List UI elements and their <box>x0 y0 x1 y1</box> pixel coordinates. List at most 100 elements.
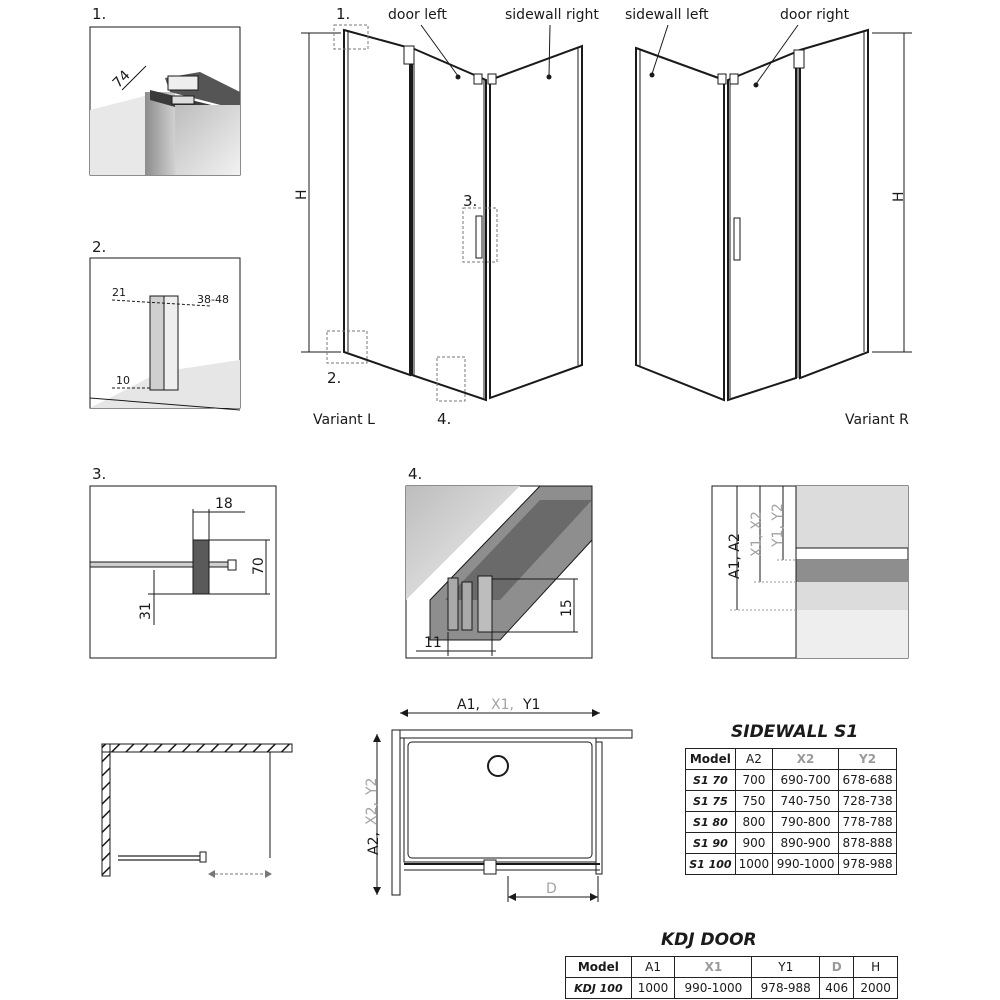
detail-3-handle <box>192 539 210 595</box>
detail-5-label-a: A1, A2 <box>727 533 743 579</box>
table-cell: 978-988 <box>751 977 821 999</box>
variant-l-sidewall-panel <box>489 44 583 400</box>
table-cell: 740-750 <box>772 790 840 812</box>
variant-l-caption: Variant L <box>313 412 375 428</box>
door-table-title: KDJ DOOR <box>661 930 757 950</box>
detail-4-dim-b: 11 <box>424 635 442 651</box>
table-cell: S1 90 <box>685 832 736 854</box>
detail-1-dim-line <box>121 65 147 91</box>
table-cell: 890-900 <box>772 832 840 854</box>
table-header-cell: Y1 <box>751 956 821 978</box>
table-header-cell: A2 <box>734 748 774 770</box>
detail-3-dim-b: 70 <box>251 557 267 575</box>
table-header-row: Model A2 X2 Y2 <box>685 748 897 770</box>
table-cell: S1 80 <box>685 811 736 833</box>
detail-2-dim-a: 21 <box>112 286 126 299</box>
detail-5-label-x: X1, X2 <box>749 511 765 557</box>
variant-l-door-handle <box>475 215 483 259</box>
table-cell: 1000 <box>630 977 676 999</box>
variant-r-height-label: H <box>891 191 907 202</box>
table-row: S1 70 700 690-700 678-688 <box>685 769 897 791</box>
plan-view: A1, X1, Y1 A2, X2, Y2 D <box>364 697 633 902</box>
detail-1-profile <box>90 72 240 175</box>
table-header-cell: Model <box>565 956 632 978</box>
variant-r-door-label: door right <box>780 7 850 23</box>
table-cell: 790-800 <box>772 811 840 833</box>
variant-r-door-panel <box>727 50 797 402</box>
table-cell: 750 <box>734 790 774 812</box>
detail-4-dim-a: 15 <box>559 599 575 617</box>
table-cell: S1 75 <box>685 790 736 812</box>
table-cell: 700 <box>734 769 774 791</box>
variant-l-door-panel <box>411 46 487 402</box>
variant-r-caption: Variant R <box>845 412 909 428</box>
variant-l-marker-1: 1. <box>336 5 350 23</box>
table-cell: 800 <box>734 811 774 833</box>
plan-schematic <box>101 743 293 878</box>
table-row: KDJ 100 1000 990-1000 978-988 406 2000 <box>565 977 898 999</box>
table-cell: 1000 <box>734 853 774 875</box>
detail-2-box: 2. 21 38-48 10 <box>89 238 241 411</box>
table-cell: 990-1000 <box>772 853 840 875</box>
variant-l-marker-3: 3. <box>463 192 477 210</box>
variant-r-sidewall-label: sidewall left <box>625 7 709 23</box>
detail-3-dim-a: 18 <box>215 496 233 512</box>
table-cell: 990-1000 <box>674 977 753 999</box>
variant-r-drawing: sidewall left door right H Variant R <box>625 7 912 428</box>
table-row: S1 100 1000 990-1000 978-988 <box>685 853 897 875</box>
table-row: S1 75 750 740-750 728-738 <box>685 790 897 812</box>
table-cell: 406 <box>819 977 855 999</box>
variant-l-sidewall-label: sidewall right <box>505 7 599 23</box>
table-row: S1 80 800 790-800 778-788 <box>685 811 897 833</box>
table-cell: 778-788 <box>838 811 897 833</box>
table-cell: S1 70 <box>685 769 736 791</box>
detail-5-box: A1, A2 X1, X2 Y1, Y2 <box>711 485 909 659</box>
detail-2-dim-b: 38-48 <box>197 293 229 306</box>
table-header-cell: H <box>853 956 898 978</box>
table-cell: 2000 <box>853 977 898 999</box>
variant-l-fixed-panel <box>343 28 411 377</box>
variant-r-sidewall-panel <box>635 46 725 402</box>
table-header-cell: X2 <box>772 748 840 770</box>
detail-4-marker: 4. <box>408 465 422 483</box>
plan-side-label-x: X2, <box>364 802 380 825</box>
detail-3-glass <box>89 561 235 568</box>
detail-3-box: 3. 18 70 31 <box>89 465 277 659</box>
variant-l-drawing: door left sidewall right H 1. 3. 2. 4. V… <box>294 5 599 428</box>
shower-tray <box>407 741 593 859</box>
table-cell: 728-738 <box>838 790 897 812</box>
sidewall-table-title: SIDEWALL S1 <box>731 722 859 742</box>
detail-2-profile <box>149 295 165 391</box>
plan-side-label-y: Y2 <box>364 778 380 796</box>
table-cell: 690-700 <box>772 769 840 791</box>
table-header-cell: Model <box>685 748 736 770</box>
table-cell: KDJ 100 <box>565 977 632 999</box>
plan-top-label-y: Y1 <box>522 697 540 713</box>
detail-3-marker: 3. <box>92 465 106 483</box>
detail-2-marker: 2. <box>92 238 106 256</box>
variant-l-door-label: door left <box>388 7 447 23</box>
detail-2-dim-c: 10 <box>116 374 130 387</box>
plan-sidewall <box>595 741 603 875</box>
plan-d-label: D <box>546 881 557 897</box>
table-header-cell: A1 <box>630 956 676 978</box>
door-table: Model A1 X1 Y1 D H KDJ 100 1000 990-1000… <box>565 956 898 999</box>
table-cell: 900 <box>734 832 774 854</box>
variant-l-height-label: H <box>294 189 310 200</box>
table-header-cell: X1 <box>674 956 753 978</box>
detail-5-profile <box>795 547 909 561</box>
detail-5-label-y: Y1, Y2 <box>770 503 786 548</box>
table-cell: 878-888 <box>838 832 897 854</box>
plan-top-label-a: A1, <box>457 697 480 713</box>
variant-l-marker-4: 4. <box>437 410 451 428</box>
drain-icon <box>487 755 509 777</box>
sidewall-table: Model A2 X2 Y2 S1 70 700 690-700 678-688… <box>685 748 897 875</box>
variant-r-door-handle <box>733 217 741 261</box>
table-cell: S1 100 <box>685 853 736 875</box>
table-row: S1 90 900 890-900 878-888 <box>685 832 897 854</box>
table-cell: 978-988 <box>838 853 897 875</box>
table-header-cell: D <box>819 956 855 978</box>
detail-1-marker: 1. <box>92 5 106 23</box>
